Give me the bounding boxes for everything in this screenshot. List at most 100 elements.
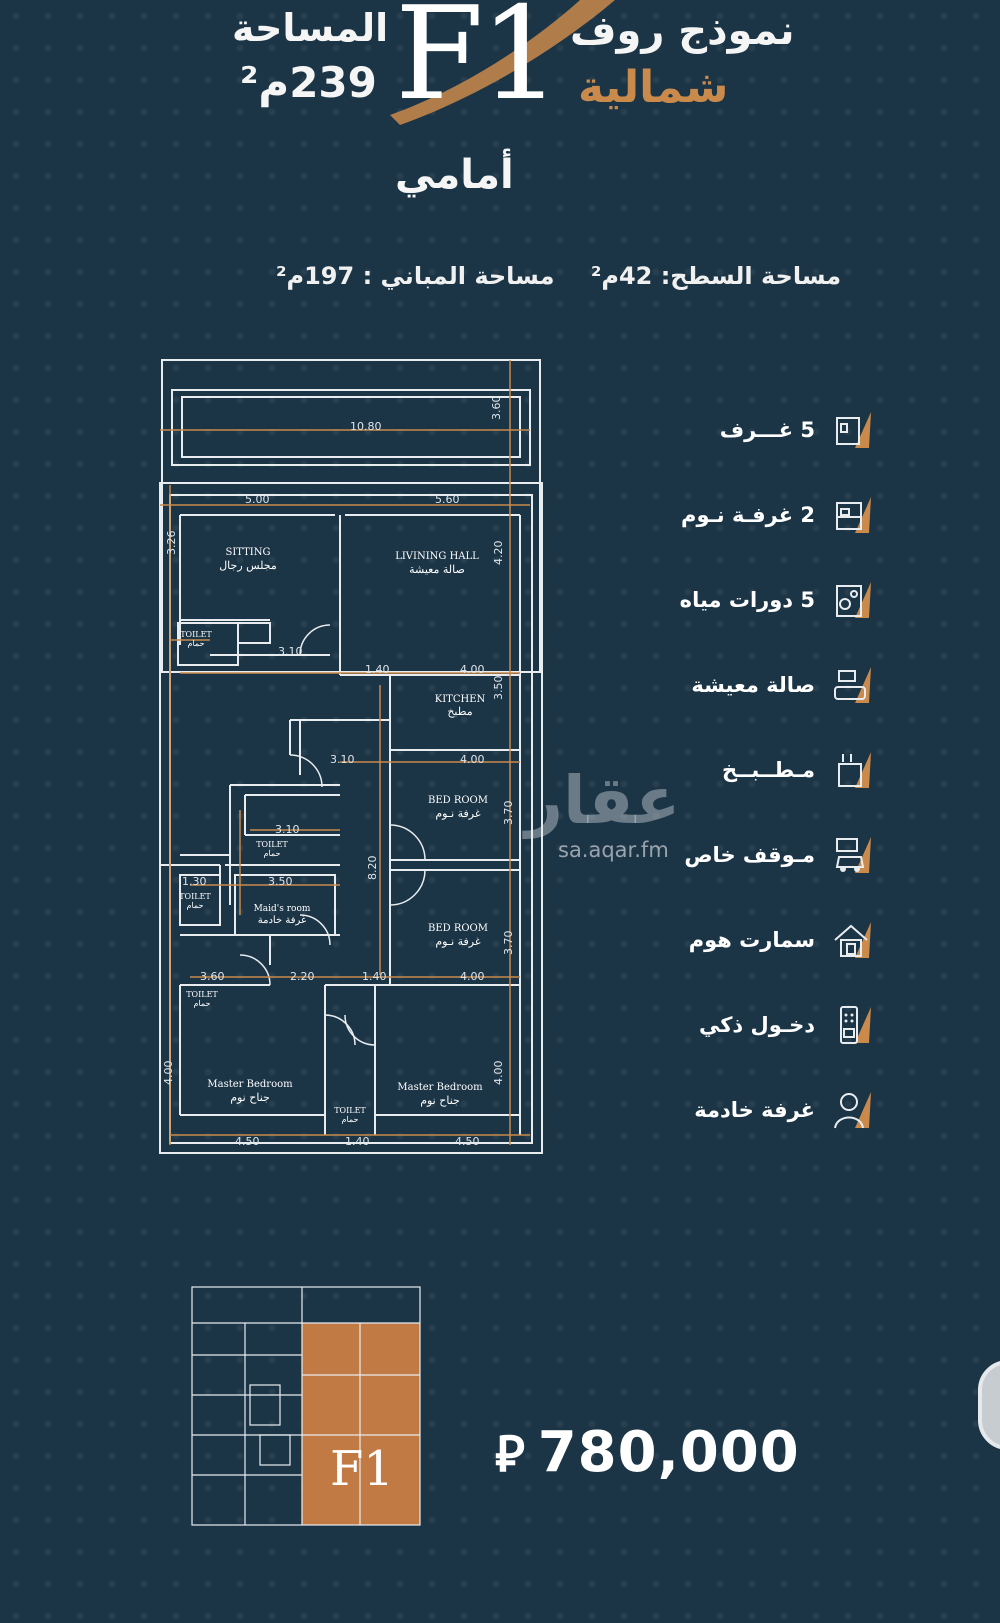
dim-label: 2.20 (290, 970, 315, 983)
living-room-icon (834, 667, 871, 703)
dim-label: 4.20 (492, 541, 505, 566)
dim-label: 4.00 (162, 1061, 175, 1086)
room-label: مجلس رجال (219, 559, 277, 572)
feature-item: صالة معيشة (655, 660, 875, 710)
watermark-brand: عقار (525, 762, 681, 839)
dim-label: 5.00 (245, 493, 270, 506)
plan-room-labels: SITTING مجلس رجال LIVINING HALL صالة معي… (179, 547, 488, 1124)
feature-label: صالة معيشة (691, 673, 815, 697)
riyal-icon: ⃁ (495, 1425, 526, 1483)
bathroom-icon (836, 582, 871, 618)
room-label: TOILET (256, 840, 288, 849)
dim-label: 3.60 (490, 396, 503, 421)
room-label: KITCHEN (435, 694, 486, 705)
room-label: غرفة خادمة (258, 915, 306, 926)
model-type: نموذج روف (570, 8, 795, 54)
feature-label: 2 غرفـة نـوم (681, 503, 815, 527)
dim-label: 3.10 (278, 645, 303, 658)
kitchen-icon (838, 752, 871, 788)
model-code: F1 (395, 0, 561, 129)
room-label: BED ROOM (428, 923, 488, 934)
price-value: 780,000 (537, 1420, 800, 1485)
dim-label: 3.50 (492, 676, 505, 701)
plan-dimensions: 10.80 3.60 5.00 5.60 3.26 4.20 3.10 1.40… (162, 396, 515, 1149)
dim-label: 8.20 (366, 856, 379, 881)
feature-label: دخـول ذكي (698, 1013, 815, 1037)
dim-label: 5.60 (435, 493, 460, 506)
dim-label: 1.30 (182, 875, 207, 888)
dim-label: 4.00 (460, 970, 485, 983)
area-stats: مساحة السطح: 42م² مساحة المباني : 197م² (262, 262, 855, 290)
feature-label: سمارت هوم (688, 928, 815, 952)
room-label: حمام (342, 1115, 359, 1124)
building-area: مساحة المباني : 197م² (276, 262, 555, 290)
dim-label: 3.26 (165, 531, 178, 556)
feature-item: سمارت هوم (655, 915, 875, 965)
area-label: المساحة (232, 6, 389, 50)
room-label: BED ROOM (428, 795, 488, 806)
room-label: LIVINING HALL (395, 551, 479, 562)
room-label: TOILET (186, 990, 218, 999)
dim-label: 4.00 (460, 663, 485, 676)
feature-label: مـطــبــخ (721, 758, 815, 782)
dim-label: 1.40 (362, 970, 387, 983)
dim-label: 3.10 (330, 753, 355, 766)
thumbnail-label: F1 (330, 1441, 394, 1497)
feature-item: 5 غـــرف (655, 405, 875, 455)
room-label: غرفة نـوم (435, 807, 480, 820)
parking-icon (835, 837, 871, 873)
room-label: Maid's room (254, 904, 311, 914)
area-value: 239م² (240, 58, 377, 107)
room-label: جناح نوم (230, 1091, 270, 1104)
room-label: TOILET (334, 1106, 366, 1115)
smart-entry-icon (840, 1006, 871, 1044)
room-label: حمام (187, 901, 204, 910)
rooms-icon (836, 412, 871, 448)
room-label: مطبخ (447, 705, 472, 718)
smart-home-icon (834, 922, 871, 958)
feature-item: مـوقف خاص (655, 830, 875, 880)
dim-label: 10.80 (350, 420, 382, 433)
floor-plan: 10.80 3.60 5.00 5.60 3.26 4.20 3.10 1.40… (159, 359, 543, 1154)
room-label: TOILET (179, 892, 211, 901)
dim-label: 3.10 (275, 823, 300, 836)
room-label: TOILET (180, 630, 212, 639)
facing-label: أمامي (395, 152, 514, 198)
header: المساحة 239م² F1 نموذج روف شمالية أمامي (0, 0, 1000, 240)
feature-item: 2 غرفـة نـوم (655, 490, 875, 540)
room-label: Master Bedroom (397, 1082, 483, 1093)
feature-item: مـطــبــخ (655, 745, 875, 795)
building-thumbnail: F1 (191, 1286, 421, 1526)
feature-item: دخـول ذكي (655, 1000, 875, 1050)
dim-label: 3.70 (502, 801, 515, 826)
feature-label: مـوقف خاص (684, 843, 815, 867)
room-label: جناح نوم (420, 1094, 460, 1107)
feature-label: 5 دورات مياه (679, 588, 815, 612)
room-label: حمام (194, 999, 211, 1008)
room-label: حمام (264, 849, 281, 858)
room-label: حمام (188, 639, 205, 648)
feature-item: غرفة خادمة (655, 1085, 875, 1135)
dim-label: 4.50 (235, 1135, 260, 1148)
bedroom-icon (836, 497, 871, 533)
maid-room-icon (834, 1092, 871, 1129)
watermark-url: sa.aqar.fm (558, 838, 669, 862)
room-label: SITTING (225, 547, 270, 558)
room-label: غرفة نـوم (435, 935, 480, 948)
feature-item: 5 دورات مياه (655, 575, 875, 625)
feature-label: غرفة خادمة (694, 1098, 815, 1122)
feature-label: 5 غـــرف (719, 418, 815, 442)
dim-label: 4.00 (492, 1061, 505, 1086)
room-label: صالة معيشة (409, 563, 465, 576)
dim-label: 3.60 (200, 970, 225, 983)
dim-label: 1.40 (345, 1135, 370, 1148)
brand-swoosh (390, 0, 615, 125)
roof-area: مساحة السطح: 42م² (590, 262, 842, 290)
dim-label: 1.40 (365, 663, 390, 676)
model-orientation: شمالية (578, 62, 729, 113)
dim-label: 4.00 (460, 753, 485, 766)
dim-label: 4.50 (455, 1135, 480, 1148)
room-label: Master Bedroom (207, 1079, 293, 1090)
dim-label: 3.70 (502, 931, 515, 956)
dim-label: 3.50 (268, 875, 293, 888)
